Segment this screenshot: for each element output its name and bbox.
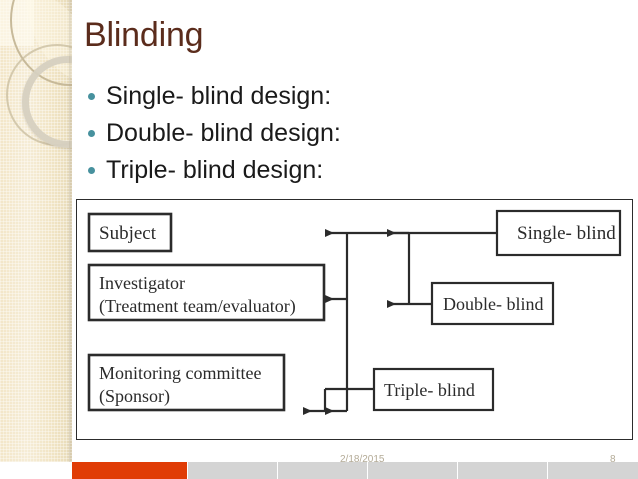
- footer-page-number: 8: [610, 454, 616, 465]
- bullet-dot-icon: [88, 167, 95, 174]
- bullet-list: Single- blind design: Double- blind desi…: [88, 78, 508, 189]
- progress-segment[interactable]: [278, 462, 368, 479]
- sidebar-edge-shadow: [69, 0, 72, 462]
- slide-decorative-sidebar: [0, 0, 72, 462]
- diagram-box-single-blind-label: Single- blind: [517, 223, 616, 244]
- diagram-box-investigator-line1: Investigator: [99, 273, 185, 293]
- diagram-box-subject: [87, 212, 173, 253]
- diagram-box-double-blind: [430, 281, 555, 326]
- slide-title: Blinding: [84, 16, 204, 54]
- diagram-box-investigator-line2: (Treatment team/evaluator): [99, 296, 296, 317]
- diagram-box-monitoring-line2: (Sponsor): [99, 386, 170, 407]
- progress-segment[interactable]: [458, 462, 548, 479]
- slide-progress-bar[interactable]: [72, 462, 638, 479]
- bullet-label: Double- blind design:: [106, 119, 341, 147]
- bullet-dot-icon: [88, 130, 95, 137]
- diagram-box-subject-label: Subject: [99, 223, 157, 244]
- diagram-box-single-blind: [495, 209, 622, 257]
- bullet-label: Triple- blind design:: [106, 156, 324, 184]
- progress-segment[interactable]: [548, 462, 638, 479]
- footer-date: 2/18/2015: [340, 454, 385, 465]
- bullet-dot-icon: [88, 93, 95, 100]
- connector-triple-blind: [303, 387, 374, 415]
- progress-segment[interactable]: [368, 462, 458, 479]
- diagram-box-double-blind-label: Double- blind: [443, 294, 544, 314]
- list-item: Double- blind design:: [88, 115, 508, 152]
- diagram-box-monitoring: [87, 353, 286, 412]
- bullet-label: Single- blind design:: [106, 82, 332, 110]
- progress-segment[interactable]: [188, 462, 278, 479]
- list-item: Triple- blind design:: [88, 152, 508, 189]
- connector-double-blind: [387, 229, 432, 308]
- diagram-box-triple-blind-label: Triple- blind: [384, 380, 475, 400]
- progress-segment-active[interactable]: [72, 462, 188, 479]
- list-item: Single- blind design:: [88, 78, 508, 115]
- connector-single-blind: [325, 229, 497, 415]
- diagram-box-monitoring-line1: Monitoring committee: [99, 363, 261, 383]
- blinding-diagram-image: Subject Investigator (Treatment team/eva…: [76, 199, 633, 440]
- diagram-box-investigator: [87, 263, 326, 322]
